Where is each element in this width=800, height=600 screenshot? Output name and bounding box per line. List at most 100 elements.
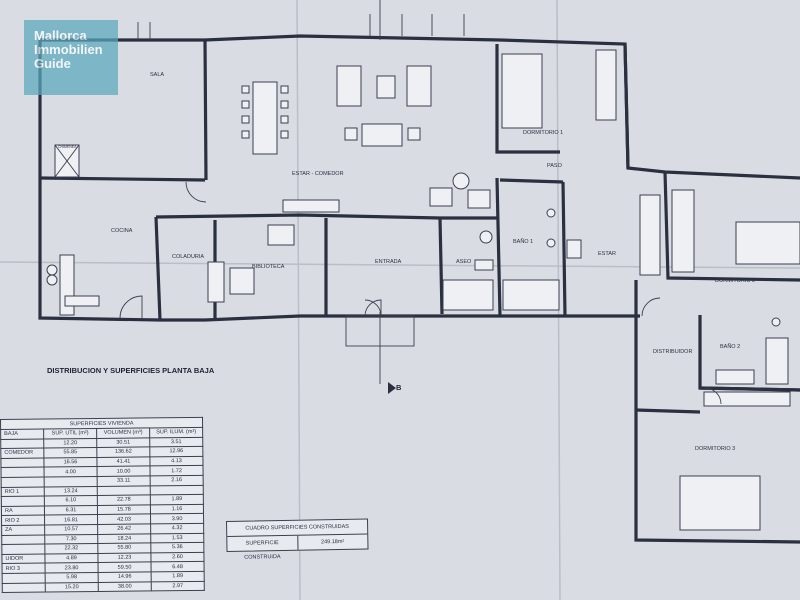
room-label-dormitorio-2: DORMITORIO 2 — [715, 278, 755, 284]
table-cell — [0, 438, 44, 449]
built-surface-label: SUPERFICIE CONSTRUIDA — [244, 540, 281, 561]
table-cell — [150, 484, 204, 496]
wall-bano1-left — [495, 177, 502, 317]
table-cell: 30.51 — [96, 437, 150, 448]
table-cell: 12.96 — [149, 446, 203, 457]
wall-dorm1-right — [623, 43, 630, 169]
table-cell: 16.56 — [43, 457, 98, 468]
table-cell: 1.53 — [150, 532, 204, 544]
table-cell: 10.57 — [44, 524, 98, 535]
table-cell: RIO 2 — [1, 515, 45, 526]
bench — [282, 199, 340, 213]
wall-right-wing — [634, 280, 800, 544]
table-cell: 2.60 — [150, 552, 205, 563]
wall-top — [40, 34, 800, 180]
table-cell — [97, 485, 151, 496]
room-label-sala: SALA — [150, 72, 164, 78]
table-cell: 7.30 — [44, 534, 98, 545]
sink-icon — [546, 208, 556, 218]
table-cell: 4.13 — [149, 456, 204, 467]
coffee-table — [376, 75, 396, 99]
table-cell: 3.90 — [150, 513, 204, 524]
wardrobe — [703, 391, 791, 407]
table-cell: 16.81 — [44, 514, 98, 525]
table-cell: 10.00 — [97, 466, 151, 477]
sink-icon — [715, 369, 755, 385]
chair-icon — [241, 85, 289, 139]
table-cell: 6.48 — [151, 561, 205, 572]
table-cell: 5.36 — [150, 542, 204, 553]
bed-icon — [501, 53, 543, 129]
door-arc — [641, 297, 661, 317]
table-cell: 1.89 — [151, 571, 205, 582]
table-cell: 33.11 — [97, 475, 151, 487]
room-label-cocina: COCINA — [111, 228, 133, 234]
room-label-distribuidor: DISTRIBUIDOR — [653, 349, 692, 355]
table-cell — [1, 477, 45, 488]
wall-sala-right — [203, 39, 208, 181]
table-cell: 18.24 — [97, 533, 151, 544]
table-cell: 1.72 — [150, 465, 204, 476]
table-cell — [2, 572, 46, 583]
built-surface-value: 249.18m² — [296, 534, 368, 550]
room-label-coladuria: COLADURIA — [172, 254, 204, 260]
section-mark: B — [396, 383, 402, 392]
table-cell: ZA — [1, 524, 45, 536]
room-label-estar: ESTAR — [598, 251, 616, 257]
room-label-aseo: ASEO — [456, 259, 472, 265]
table-cell: 136.62 — [96, 447, 150, 458]
bathtub-icon — [765, 337, 789, 385]
wall-middle-band — [155, 213, 497, 220]
door-jamb — [137, 22, 151, 40]
door-arc — [185, 181, 207, 203]
room-label-bano-2: BAÑO 2 — [720, 343, 740, 350]
table-cell: RA — [1, 505, 45, 516]
wall-dorm2 — [663, 171, 800, 282]
table-cell: RIO 3 — [2, 563, 46, 574]
toilet-icon — [479, 230, 493, 244]
wall-dorm1-left — [495, 44, 560, 154]
window-detail — [369, 14, 465, 36]
armchair-icon — [407, 127, 421, 141]
section-arrow-icon — [388, 382, 396, 394]
wall-kitchen-top — [39, 176, 206, 182]
room-label-chimenea: CHIMENEA — [58, 145, 77, 149]
table-cell — [1, 496, 45, 507]
table-cell: 23.80 — [45, 562, 99, 573]
table-cell: 12.20 — [43, 438, 97, 449]
sink-icon — [474, 259, 494, 271]
logo-line: Mallorca — [34, 28, 87, 43]
table-cell: 59.50 — [98, 562, 152, 573]
room-label-dormitorio-3: DORMITORIO 3 — [695, 446, 735, 452]
door-arc — [704, 387, 722, 405]
logo-line: Guide — [34, 56, 71, 71]
sofa-icon — [361, 123, 403, 147]
table-cell: 14.96 — [98, 571, 152, 582]
stove-burner-icon — [46, 264, 58, 276]
room-label-entrada: ENTRADA — [375, 259, 402, 265]
armchair-icon — [429, 187, 453, 207]
table-cell: 26.42 — [97, 523, 151, 535]
table-cell: 22.32 — [44, 543, 98, 554]
sink-icon — [546, 238, 556, 248]
table-cell — [44, 476, 98, 487]
table-cell: 6.31 — [44, 505, 98, 516]
logo-line: Immobilien — [34, 42, 103, 57]
stove-burner-icon — [46, 274, 58, 286]
interior-lines — [46, 0, 800, 531]
table-cell: 2.97 — [151, 580, 205, 592]
surfaces-table-header-cell: SUP. ILUM. (m²) — [149, 427, 203, 438]
table-cell: UIDOR — [1, 553, 46, 564]
room-label-paso: PASO — [547, 163, 563, 169]
wall-dorm3-top — [699, 386, 800, 392]
wall-coladuria-left — [154, 216, 162, 321]
door-arc — [119, 295, 143, 319]
table-cell: COMEDOR — [0, 448, 44, 459]
paper-fold-vertical-left — [296, 0, 301, 600]
room-label-bano-1: BAÑO 1 — [513, 238, 533, 245]
armchair-icon — [344, 127, 358, 141]
door-arc — [364, 299, 382, 317]
surfaces-table-header-cell: VOLUMEN (m³) — [96, 427, 150, 439]
